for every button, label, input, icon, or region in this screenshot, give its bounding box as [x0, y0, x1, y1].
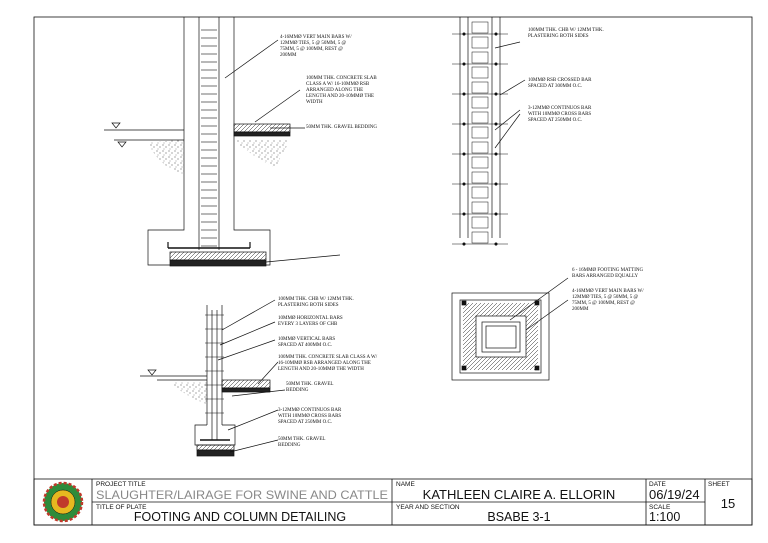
note-wall-footing-1: 100MM THK. CHB W/ 12MM THK.	[278, 297, 354, 302]
note-wall-footing-3: SPACED AT 400MM O.C.	[278, 343, 332, 348]
note-wall-footing-4: 100MM THK. CONCRETE SLAB CLASS A W/	[278, 355, 378, 360]
note-wall-footing-7: BEDDING	[278, 443, 301, 448]
project-title-label: PROJECT TITLE	[96, 481, 146, 488]
note-footing-section-2: 100MM THK. CONCRETE SLAB	[306, 76, 377, 81]
sheet-number: 15	[721, 496, 735, 511]
chb-blocks	[452, 21, 508, 246]
note-footing-plan-1: 6 - 16MMØ FOOTING MATTING	[572, 268, 643, 273]
note-chb-wall-1: PLASTERING BOTH SIDES	[528, 34, 589, 39]
note-wall-footing-6: SPACED AT 250MM O.C.	[278, 420, 332, 425]
note-footing-section-2: CLASS A W/ 16-10MMØ RSB	[306, 82, 370, 87]
note-wall-footing-7: 50MM THK. GRAVEL	[278, 437, 325, 442]
note-chb-wall-3: SPACED AT 250MM O.C.	[528, 118, 582, 123]
annotations: 4-16MMØ VERT MAIN BARS W/12MMØ TIES, 5 @…	[278, 28, 644, 448]
title-block	[33, 478, 753, 526]
wall-ticks	[205, 314, 224, 414]
note-footing-section-2: ARRANGED ALONG THE	[306, 88, 363, 93]
date-label: DATE	[649, 481, 667, 488]
note-chb-wall-1: 100MM THK. CHB W/ 12MM THK.	[528, 28, 604, 33]
note-footing-plan-2: 12MMØ TIES, 5 @ 50MM, 5 @	[572, 295, 638, 300]
date-value: 06/19/24	[649, 487, 700, 502]
note-footing-section-2: LENGTH AND 20-10MMØ THE	[306, 94, 374, 99]
note-footing-section-1: 12MMØ TIES, 5 @ 50MM, 5 @	[280, 41, 346, 46]
year-section: BSABE 3-1	[487, 510, 550, 524]
note-footing-section-1: 75MM, 5 @ 100MM, REST @	[280, 47, 343, 52]
note-footing-section-1: 4-16MMØ VERT MAIN BARS W/	[280, 35, 352, 40]
note-footing-section-2: WIDTH	[306, 100, 323, 105]
note-chb-wall-2: SPACED AT 300MM O.C.	[528, 84, 582, 89]
note-wall-footing-1: PLASTERING BOTH SIDES	[278, 303, 339, 308]
note-wall-footing-4: LENGTH AND 20-10MMØ THE WIDTH	[278, 367, 364, 372]
plate-title: FOOTING AND COLUMN DETAILING	[134, 510, 346, 524]
scale-label: SCALE	[649, 504, 671, 511]
column-ties	[201, 29, 217, 247]
note-wall-footing-6: 3-12MMØ CONTINUOS BAR	[278, 408, 342, 413]
footing-column-section	[104, 17, 341, 267]
note-wall-footing-2: 10MMØ HORIZONTAL BARS	[278, 316, 343, 321]
note-wall-footing-6: WITH 10MMØ CROSS BARS	[278, 414, 341, 419]
note-wall-footing-3: 10MMØ VERTICAL BARS	[278, 337, 335, 342]
note-wall-footing-4: 16-10MMØ RSB ARRANGED ALONG THE	[278, 361, 371, 366]
project-title: SLAUGHTER/LAIRAGE FOR SWINE AND CATTLE	[96, 488, 388, 502]
university-seal-logo	[42, 481, 84, 523]
note-wall-footing-2: EVERY 3 LAYERS OF CHB	[278, 322, 338, 327]
note-footing-plan-2: 75MM, 5 @ 100MM, REST @	[572, 301, 635, 306]
name-label: NAME	[396, 481, 415, 488]
sheet-border	[33, 16, 753, 526]
note-chb-wall-3: WITH 10MMØ CROSS BARS	[528, 112, 591, 117]
year-section-label: YEAR AND SECTION	[396, 504, 460, 511]
note-footing-plan-1: BARS ARRANGED EQUALLY	[572, 274, 639, 279]
sheet-label: SHEET	[708, 481, 730, 488]
author-name: KATHLEEN CLAIRE A. ELLORIN	[423, 487, 616, 502]
note-footing-plan-2: 200MM	[572, 307, 589, 312]
footing-plan	[451, 277, 569, 381]
note-footing-section-3: 50MM THK. GRAVEL BEDDING	[306, 125, 377, 130]
plate-title-label: TITLE OF PLATE	[96, 504, 147, 511]
note-chb-wall-2: 10MMØ RSB CROSSED BAR	[528, 78, 592, 83]
wall-footing-section	[140, 299, 286, 457]
note-chb-wall-3: 3-12MMØ CONTINUOS BAR	[528, 106, 592, 111]
chb-wall-section	[452, 17, 526, 246]
note-wall-footing-5: 50MM THK. GRAVEL	[286, 382, 333, 387]
note-footing-plan-2: 4-16MMØ VERT MAIN BARS W/	[572, 289, 644, 294]
scale-value: 1:100	[649, 510, 680, 524]
note-footing-section-1: 200MM	[280, 53, 297, 58]
note-wall-footing-5: BEDDING	[286, 388, 309, 393]
